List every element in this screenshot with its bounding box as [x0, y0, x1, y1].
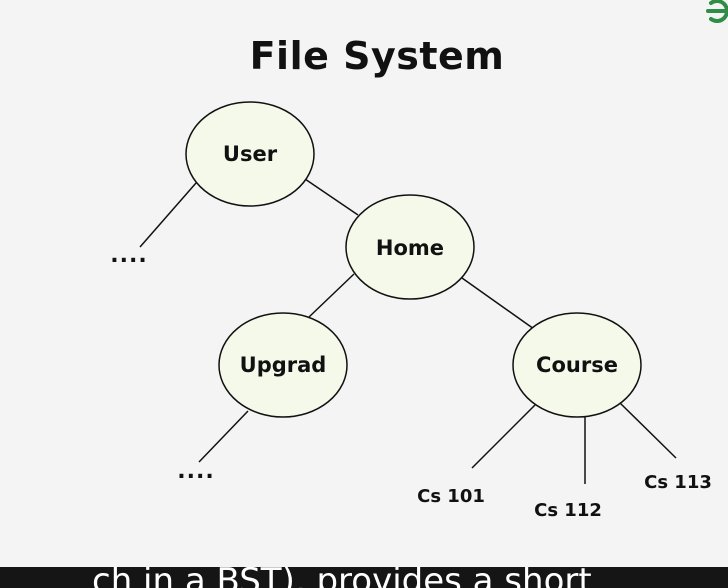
- tree-node-course: Course: [512, 312, 642, 418]
- node-label: Course: [536, 353, 618, 377]
- tree-edges: [139, 178, 677, 484]
- caption-text: ch in a BST), provides a short: [92, 567, 592, 588]
- edge-user-home: [304, 178, 359, 216]
- leaf-cs101: Cs 101: [417, 486, 485, 507]
- edge-home-upgrad: [308, 273, 355, 318]
- leaf-cs112: Cs 112: [534, 500, 602, 521]
- file-system-tree: User Home Upgrad Course .... .... Cs 101…: [110, 101, 712, 521]
- diagram-title: File System: [249, 34, 505, 78]
- node-label: Upgrad: [240, 353, 327, 377]
- gfg-logo-icon: [706, 0, 728, 23]
- node-shape: [185, 101, 315, 207]
- tree-node-home: Home: [345, 194, 475, 300]
- leaf-cs113: Cs 113: [644, 472, 712, 493]
- caption-bar: ch in a BST), provides a short: [0, 567, 728, 588]
- tree-node-user: User: [185, 101, 315, 207]
- node-label: User: [223, 142, 278, 166]
- edge-upgrad-ellipsis: [198, 410, 249, 463]
- node-shape: [345, 194, 475, 300]
- tree-node-upgrad: Upgrad: [218, 312, 348, 418]
- edge-user-ellipsis: [139, 182, 197, 248]
- node-shape: [512, 312, 642, 418]
- user-children-ellipsis: ....: [110, 243, 147, 268]
- edge-course-cs101: [471, 404, 536, 469]
- node-shape: [218, 312, 348, 418]
- upgrad-children-ellipsis: ....: [177, 459, 214, 484]
- node-label: Home: [376, 236, 444, 260]
- edge-course-cs113: [619, 402, 677, 459]
- edge-home-course: [461, 277, 535, 330]
